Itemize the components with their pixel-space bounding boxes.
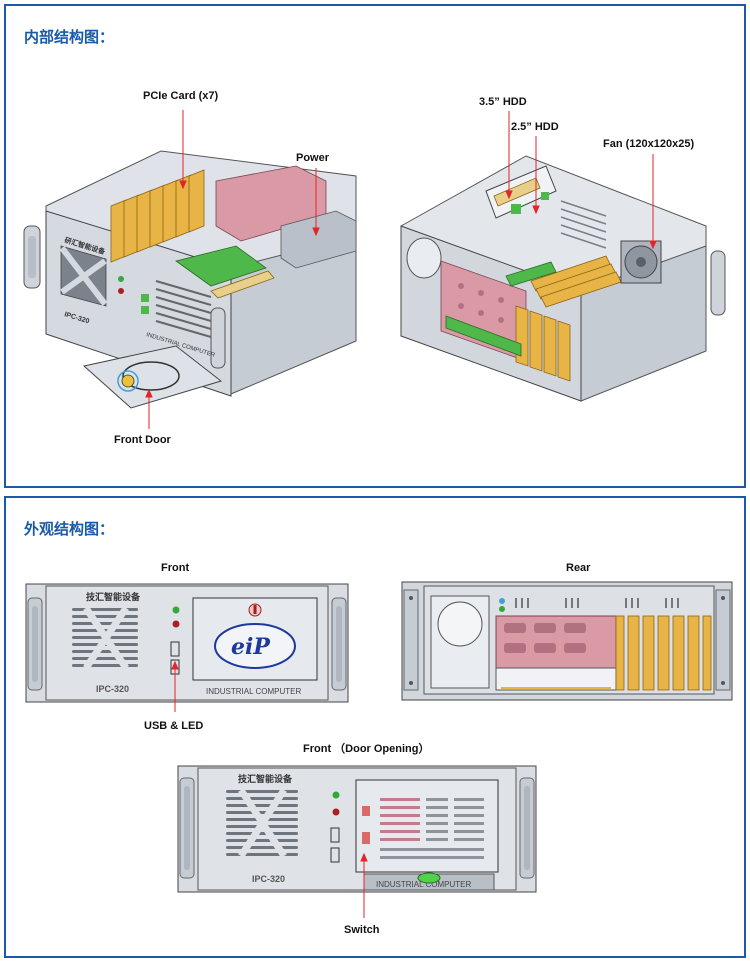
door-open-banner-text: INDUSTRIAL COMPUTER xyxy=(376,880,471,889)
pcie-card-label: PCIe Card (x7) xyxy=(143,90,219,102)
internal-section-title: 内部结构图： xyxy=(24,28,115,46)
internal-pointer-arrows xyxy=(145,110,657,429)
front-model-text: IPC-320 xyxy=(96,684,129,694)
hdd-25-label: 2.5” HDD xyxy=(511,121,559,133)
hdd-35-label: 3.5” HDD xyxy=(479,96,527,108)
door-open-model-text: IPC-320 xyxy=(252,874,285,884)
internal-diagram: 研汇智能设备 IPC-320 INDUSTRIAL COMPUTER xyxy=(23,110,726,429)
switch-label: Switch xyxy=(344,924,380,936)
front-view-illustration: 技汇智能设备 IPC-320 eiP INDUSTRIAL COMPUTER xyxy=(25,583,349,703)
external-structure-panel: 外观结构图： 技汇智能设备 IPC-320 xyxy=(4,496,746,958)
front-door-opening-label: Front （Door Opening） xyxy=(303,743,430,755)
right-chassis-illustration xyxy=(400,155,726,402)
external-section-title: 外观结构图： xyxy=(24,520,115,538)
usb-led-label: USB & LED xyxy=(144,720,204,732)
front-view-label: Front xyxy=(161,562,190,574)
door-open-brand-text: 技汇智能设备 xyxy=(238,773,293,785)
front-brand-text: 技汇智能设备 xyxy=(86,591,141,603)
left-chassis-illustration: 研汇智能设备 IPC-320 INDUSTRIAL COMPUTER xyxy=(23,150,357,409)
internal-structure-panel: 内部结构图： 研汇智能设备 IPC-320 xyxy=(4,4,746,488)
external-pointer-arrows xyxy=(171,660,368,918)
fan-label: Fan (120x120x25) xyxy=(603,138,695,150)
front-banner-text: INDUSTRIAL COMPUTER xyxy=(206,687,301,696)
front-logo-text: eiP xyxy=(231,634,271,660)
rear-view-label: Rear xyxy=(566,562,591,574)
front-door-label: Front Door xyxy=(114,434,171,446)
power-label: Power xyxy=(296,152,330,164)
front-door-open-illustration: 技汇智能设备 IPC-320 xyxy=(177,765,537,893)
rear-view-illustration xyxy=(401,581,733,701)
external-diagram: 技汇智能设备 IPC-320 eiP INDUSTRIAL COMPUTER xyxy=(25,581,733,918)
